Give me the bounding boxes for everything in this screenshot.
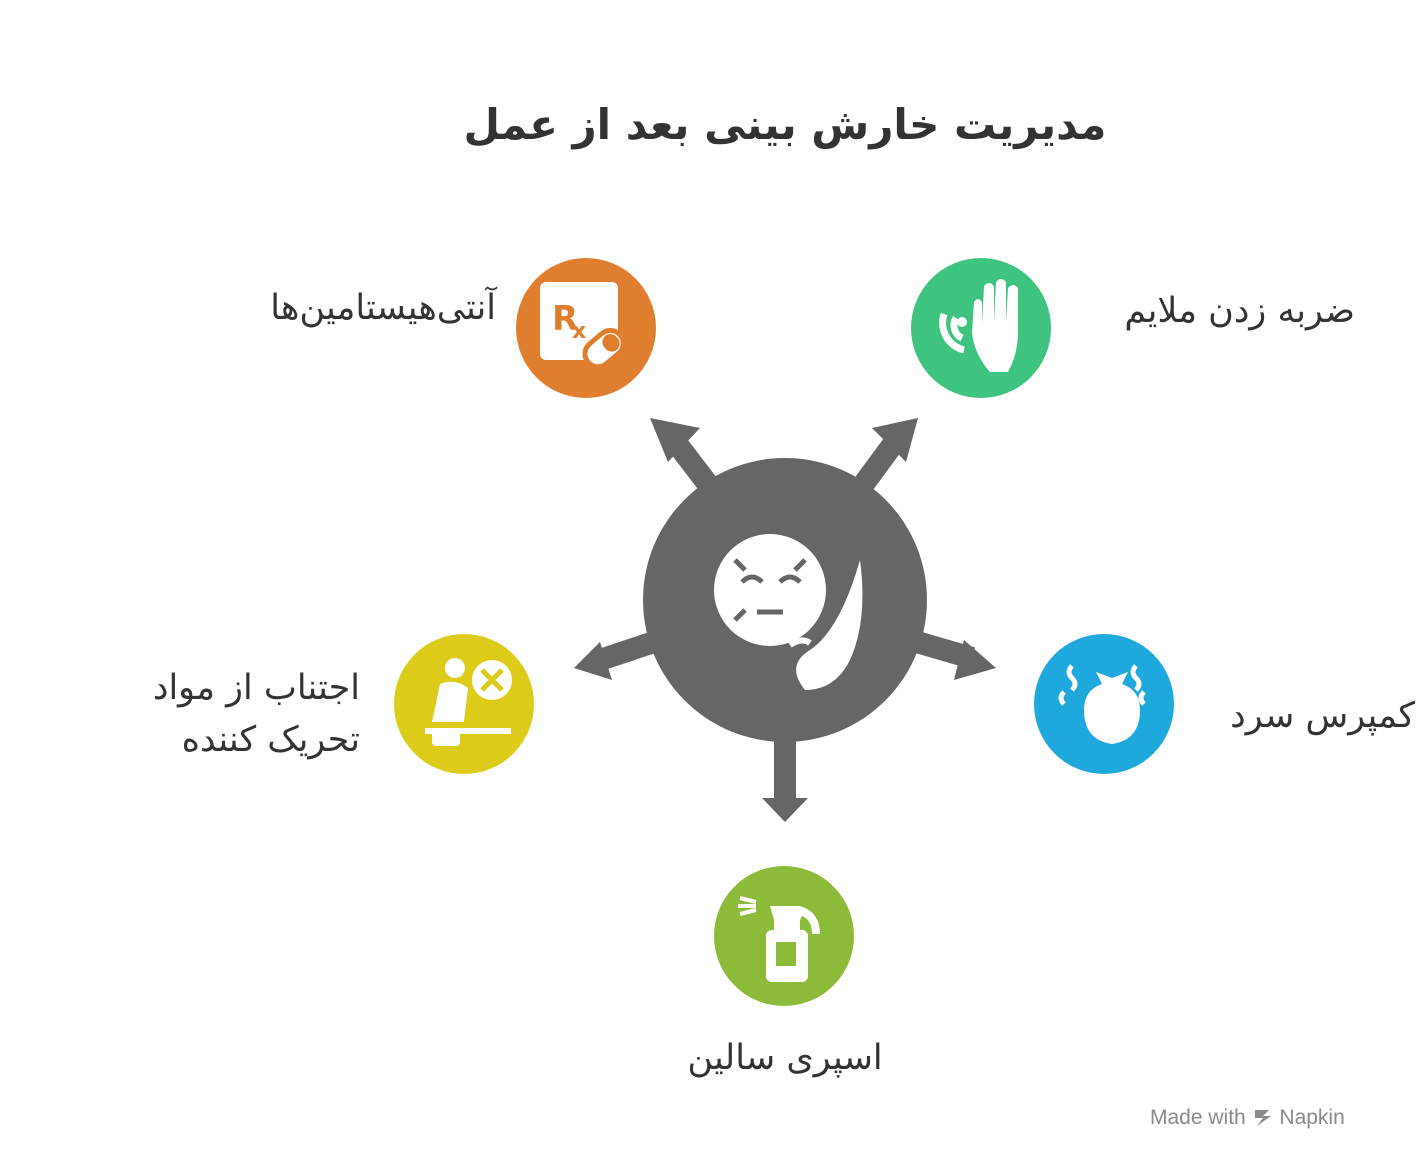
gentle-tapping-label: ضربه زدن ملایم: [1124, 291, 1355, 331]
node-antihistamines: R x: [516, 258, 656, 398]
arrow-to-avoid-irritants: [574, 629, 664, 680]
avoid-irritants-label-line1: اجتناب از مواد: [152, 668, 360, 708]
center-hub: [643, 458, 927, 742]
avoid-irritants-label: اجتناب از مواد تحریک کننده: [80, 662, 360, 766]
antihistamines-label: آنتی‌هیستامین‌ها: [270, 288, 496, 328]
node-avoid-irritants: [394, 634, 534, 774]
made-with-napkin-footer[interactable]: Made with Napkin: [1150, 1106, 1345, 1130]
node-cold-compress: [1034, 634, 1174, 774]
avoid-irritant-icon: [425, 658, 512, 746]
cold-compress-label: کمپرس سرد: [1230, 696, 1415, 736]
arrow-to-cold-compress: [906, 629, 996, 680]
made-with-text: Made with: [1150, 1106, 1246, 1129]
arrow-to-saline-spray: [762, 730, 808, 822]
itchy-nose-icon: [714, 534, 863, 690]
spray-bottle-icon: [738, 896, 820, 982]
napkin-logo-icon: [1254, 1110, 1271, 1126]
diagram-title: مدیریت خارش بینی بعد از عمل: [463, 100, 1107, 149]
node-gentle-tapping: [911, 258, 1051, 398]
cold-pack-icon: [1058, 664, 1146, 744]
napkin-brand-text: Napkin: [1279, 1106, 1345, 1129]
node-saline-spray: [714, 866, 854, 1006]
hand-tap-icon: [939, 279, 1018, 372]
svg-text:R: R: [552, 299, 578, 339]
prescription-pill-icon: R x: [540, 282, 626, 370]
saline-spray-label: اسپری سالین: [687, 1038, 883, 1078]
svg-text:x: x: [572, 319, 586, 344]
avoid-irritants-label-line2: تحریک کننده: [181, 720, 360, 760]
